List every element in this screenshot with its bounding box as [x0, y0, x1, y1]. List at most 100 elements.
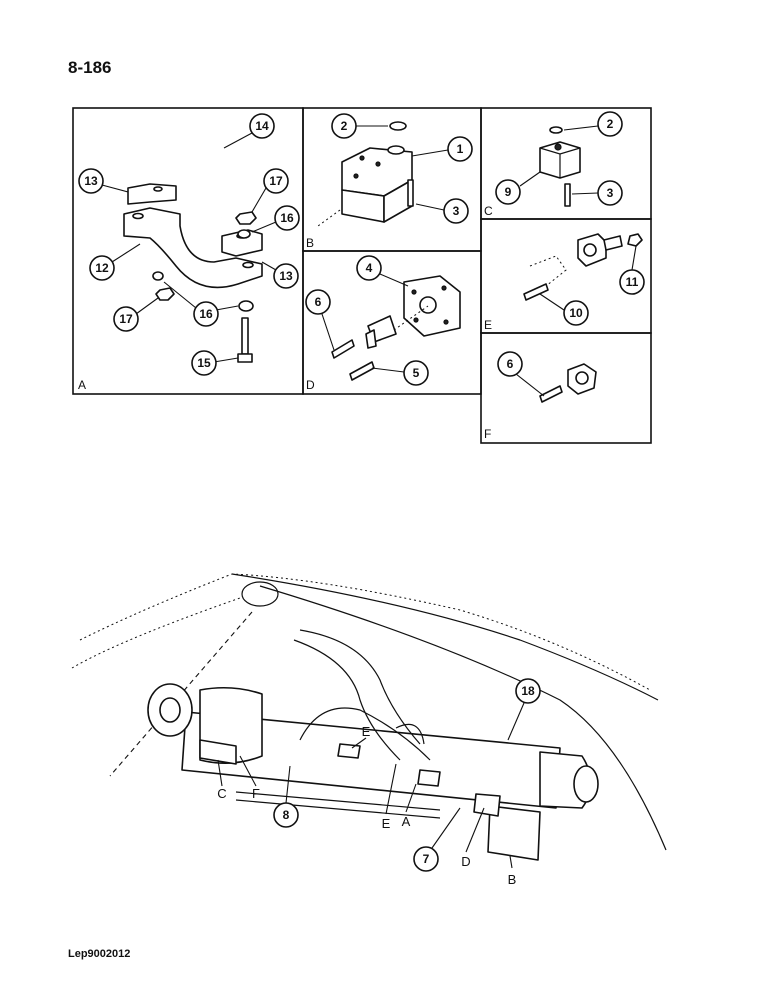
panel-d-drawing [331, 275, 461, 381]
leader-7 [431, 807, 461, 849]
loc-b: B [508, 872, 517, 887]
pipe-loop [299, 707, 431, 761]
leader-e10 [539, 293, 565, 311]
screw-3 [407, 179, 414, 207]
callout-e10 [563, 300, 589, 326]
panel-c-drawing [539, 126, 581, 207]
leader-c2 [563, 125, 599, 131]
callout-c3 [597, 180, 623, 206]
callout-16a-text: 16 [280, 211, 294, 225]
bolt-hole-3 [353, 173, 359, 179]
flange-hole-3 [443, 319, 449, 325]
nut-17-top [235, 211, 257, 225]
callout-b3 [443, 198, 469, 224]
panel-f-frame [480, 332, 652, 444]
flange-hole-2 [441, 285, 447, 291]
leader-loc-e-bottom [385, 763, 397, 815]
flange-bore [419, 296, 437, 314]
callout-16a [274, 205, 300, 231]
flange-hole-4 [413, 317, 419, 323]
leader-13b [261, 261, 277, 271]
panel-e-drawing [523, 233, 643, 301]
upper-clamp-right [221, 229, 263, 257]
leader-b3 [415, 203, 445, 211]
clamp-a-main [417, 769, 441, 787]
leader-14 [223, 132, 253, 149]
pipe-8 [235, 791, 441, 811]
callout-13a [78, 168, 104, 194]
nut-11 [627, 233, 643, 247]
callout-c9-text: 9 [505, 185, 512, 199]
leader-13a [101, 184, 129, 193]
loc-c: C [217, 786, 226, 801]
callout-e11 [619, 269, 645, 295]
upper-clamp-left [127, 183, 177, 205]
bolt-hole-2 [375, 161, 381, 167]
leader-8 [285, 765, 291, 804]
leader-c9 [519, 171, 541, 187]
boom-pivot [241, 581, 279, 607]
pipe-bend [395, 723, 425, 745]
callout-b1-text: 1 [457, 142, 464, 156]
panel-b-drawing [317, 121, 414, 227]
figure-code: Lep9002012 [68, 948, 131, 960]
panel-e-label: E [484, 318, 492, 332]
leader-17b [135, 297, 159, 315]
screw-3-c [564, 183, 571, 207]
o-ring-2-c [549, 126, 563, 134]
leader-16b-2 [215, 305, 239, 311]
panel-f-drawing [539, 363, 597, 403]
callout-8-text: 8 [283, 808, 290, 822]
leader-loc-b [509, 855, 513, 869]
callout-d4-text: 4 [366, 261, 373, 275]
callout-12-text: 12 [95, 261, 109, 275]
fitting-e [603, 235, 623, 251]
block-9-edges [539, 147, 581, 178]
callout-13b [273, 263, 299, 289]
fitting-spigot [365, 329, 377, 349]
capscrew-6 [331, 339, 355, 359]
panel-a-drawing [123, 118, 263, 363]
leader-15 [213, 357, 239, 363]
pipe-dotted [317, 209, 341, 227]
callout-17a-text: 17 [269, 174, 283, 188]
boom-outline-top [79, 573, 651, 691]
panel-frames [72, 107, 652, 444]
callout-c2 [597, 111, 623, 137]
callout-f6 [497, 351, 523, 377]
callout-b1 [447, 136, 473, 162]
leader-loc-a [405, 783, 417, 813]
panel-a-label: A [78, 378, 86, 392]
fitting-e-main [337, 743, 361, 759]
bolt-hole-1 [359, 155, 365, 161]
washer-16-bottom [152, 271, 164, 281]
washer-16-top [237, 229, 251, 239]
cylinder-barrel [181, 711, 561, 809]
leader-18 [507, 702, 525, 741]
callout-e11-text: 11 [626, 275, 639, 289]
callout-7 [413, 846, 439, 872]
saddle-clamp [123, 207, 263, 289]
pipe-8-lower [235, 799, 441, 819]
callout-13b-text: 13 [279, 269, 293, 283]
leader-12 [111, 243, 141, 263]
callout-13a-text: 13 [84, 174, 98, 188]
panel-f-label: F [484, 427, 491, 441]
valve-block-b [487, 805, 541, 861]
callout-d6-text: 6 [315, 295, 322, 309]
callout-d4 [356, 255, 382, 281]
leader-d5 [371, 367, 405, 373]
callout-c3-text: 3 [607, 186, 614, 200]
flange-hole-1 [411, 289, 417, 295]
leader-16b-1 [163, 281, 197, 309]
panel-d-label: D [306, 378, 315, 392]
callout-12 [89, 255, 115, 281]
loc-a: A [402, 814, 411, 829]
nut-17-bottom [155, 287, 175, 301]
leader-17a [251, 187, 267, 213]
callout-18 [515, 678, 541, 704]
block-c [199, 739, 237, 765]
rod-eye [573, 765, 599, 803]
bolt-15-shank [241, 317, 249, 355]
